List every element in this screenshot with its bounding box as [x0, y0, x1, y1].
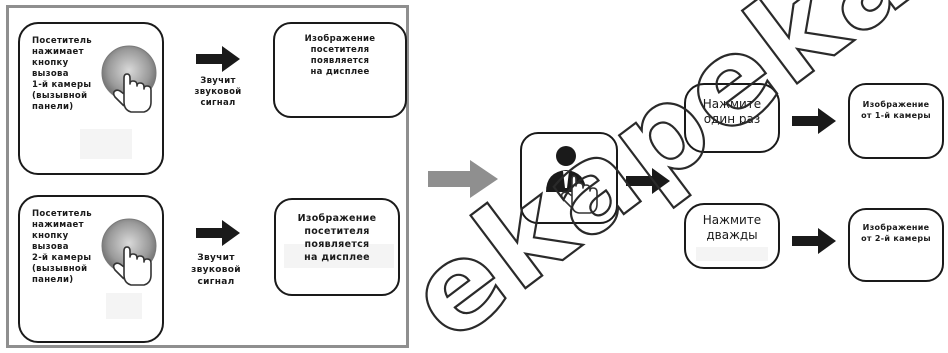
- display-line: на дисплее: [310, 67, 370, 77]
- call2-display-ghost: [284, 244, 394, 268]
- image-cam2-line: от 2-й камеры: [861, 234, 931, 243]
- left-scenario-frame: [6, 5, 409, 348]
- call2-ghost: [106, 293, 142, 319]
- sound-line: сигнал: [197, 277, 235, 287]
- display-line: Изображение: [304, 34, 376, 44]
- arrow-right-icon: [196, 220, 240, 246]
- call1-display-card: Изображение посетителя появляется на дис…: [273, 22, 407, 118]
- touch-button-icon: [101, 45, 157, 113]
- call1-line: кнопку: [32, 58, 69, 68]
- call2-sound-text: Звучит звуковой сигнал: [180, 252, 252, 288]
- call1-line: нажимает: [32, 47, 84, 57]
- press-once-text: Нажмите один раз: [688, 97, 776, 127]
- monitor-touch-card: [520, 132, 618, 224]
- call1-ghost: [80, 129, 132, 159]
- arrow-right-icon: [626, 168, 670, 194]
- call2-line: кнопку: [32, 231, 69, 241]
- press-twice-ghost: [696, 247, 768, 261]
- sound-line: звуковой: [191, 265, 241, 275]
- call1-line: вызова: [32, 69, 69, 79]
- image-cam1-line: Изображение: [862, 100, 930, 109]
- arrow-right-icon: [792, 108, 836, 134]
- display-line: Изображение: [297, 213, 377, 224]
- display-line: посетителя: [304, 226, 370, 237]
- image-cam2-card: Изображение от 2-й камеры: [848, 208, 944, 282]
- image-cam1-text: Изображение от 1-й камеры: [852, 99, 940, 121]
- call1-card: Посетитель нажимает кнопку вызова 1-й ка…: [18, 22, 164, 175]
- call2-line: Посетитель: [32, 209, 92, 219]
- call1-text: Посетитель нажимает кнопку вызова 1-й ка…: [32, 36, 92, 113]
- call1-sound-text: Звучит звуковой сигнал: [186, 76, 250, 109]
- call1-line: 1-й камеры: [32, 80, 92, 90]
- image-cam1-card: Изображение от 1-й камеры: [848, 83, 944, 159]
- call2-card: Посетитель нажимает кнопку вызова 2-й ка…: [18, 195, 164, 343]
- sound-line: Звучит: [197, 253, 235, 263]
- press-once-button[interactable]: Нажмите один раз: [684, 83, 780, 153]
- call2-line: 2-й камеры: [32, 253, 92, 263]
- call1-line: Посетитель: [32, 36, 92, 46]
- sound-line: Звучит: [200, 76, 236, 86]
- display-line: на дисплее: [304, 252, 370, 263]
- arrow-right-icon: [792, 228, 836, 254]
- display-line: посетителя: [310, 45, 370, 55]
- display-line: появляется: [304, 239, 370, 250]
- call2-line: вызова: [32, 242, 69, 252]
- press-once-line: один раз: [703, 112, 761, 126]
- call1-line: (вызывной: [32, 91, 88, 101]
- call2-display-text: Изображение посетителя появляется на дис…: [280, 212, 394, 264]
- call2-line: панели): [32, 275, 74, 285]
- call2-display-card: Изображение посетителя появляется на дис…: [274, 198, 400, 296]
- arrow-right-icon: [428, 160, 498, 198]
- call2-line: нажимает: [32, 220, 84, 230]
- call2-text: Посетитель нажимает кнопку вызова 2-й ка…: [32, 209, 92, 286]
- call1-display-text: Изображение посетителя появляется на дис…: [281, 34, 399, 78]
- call1-line: панели): [32, 102, 74, 112]
- display-line: появляется: [310, 56, 370, 66]
- sound-line: звуковой: [194, 87, 242, 97]
- arrow-right-icon: [196, 46, 240, 72]
- press-twice-text: Нажмите дважды: [688, 213, 776, 243]
- image-cam2-text: Изображение от 2-й камеры: [852, 222, 940, 244]
- press-twice-button[interactable]: Нажмите дважды: [684, 203, 780, 269]
- call2-line: (вызывной: [32, 264, 88, 274]
- press-once-line: Нажмите: [702, 97, 762, 111]
- image-cam2-line: Изображение: [862, 223, 930, 232]
- person-touch-icon: [546, 146, 598, 214]
- press-twice-line: Нажмите: [702, 213, 762, 227]
- touch-button-icon: [101, 218, 157, 286]
- press-twice-line: дважды: [706, 228, 758, 242]
- sound-line: сигнал: [200, 98, 236, 108]
- image-cam1-line: от 1-й камеры: [861, 111, 931, 120]
